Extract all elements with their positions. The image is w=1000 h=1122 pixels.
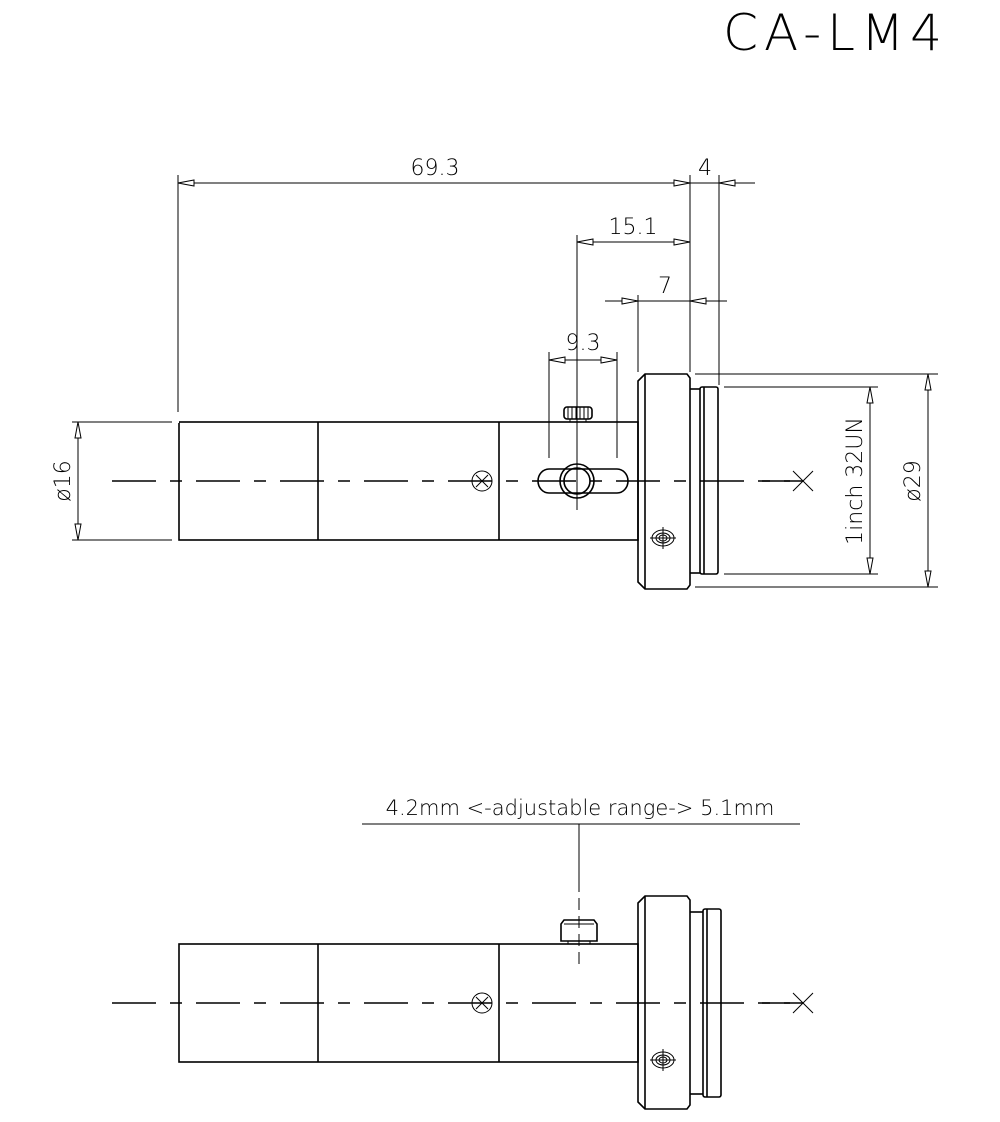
dim-label-screw-to-flange: 15.1 [609, 215, 658, 240]
dim-body-diameter: ø16 [51, 421, 172, 541]
side-view: 4.2mm <-adjustable range-> 5.1mm [112, 796, 814, 1110]
dim-label-flange-width: 4 [698, 156, 712, 181]
centerline-end-mark [762, 470, 814, 492]
set-screw-hole [650, 527, 676, 549]
locking-ring [637, 373, 700, 590]
dim-screw-to-flange: 15.1 [576, 215, 691, 246]
pin-marker [471, 470, 493, 492]
dim-flange-diameter: ø29 [901, 373, 932, 588]
dim-slot-length: 9.3 [548, 331, 618, 458]
side-locking-ring [637, 895, 703, 1110]
dim-label-ring-width: 7 [658, 274, 672, 299]
adjustable-range-note: 4.2mm <-adjustable range-> 5.1mm [386, 796, 775, 820]
knurled-screw [563, 406, 593, 422]
thread [695, 373, 938, 588]
adjustment-slot [537, 454, 629, 510]
dim-label-overall-length: 69.3 [411, 156, 460, 181]
dim-label-slot-length: 9.3 [566, 331, 601, 356]
dim-overall-length: 69.3 [177, 156, 691, 187]
drawing-title: CA-LM4 [723, 4, 948, 62]
dim-label-flange-diameter: ø29 [901, 460, 926, 501]
side-thread [702, 908, 722, 1098]
dim-label-body-diameter: ø16 [51, 460, 76, 501]
dim-ring-width: 7 [605, 274, 727, 305]
side-set-screw-hole [650, 1049, 676, 1071]
side-pin-marker [471, 992, 493, 1014]
dim-label-thread-spec: 1inch 32UN [843, 417, 868, 545]
side-screw-head [560, 880, 598, 970]
dim-flange-width: 4 [690, 156, 755, 187]
top-view: 69.3 4 15.1 7 9.3 [51, 156, 938, 590]
dim-thread-spec: 1inch 32UN [843, 386, 874, 575]
side-centerline-end-mark [762, 992, 814, 1014]
